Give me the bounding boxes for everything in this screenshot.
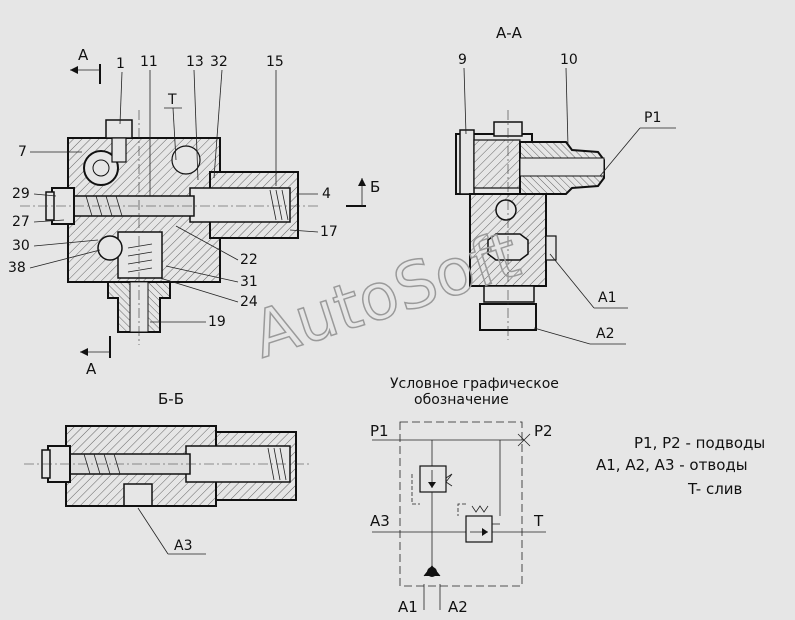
port-legend: P1, P2 - подводы A1, A2, A3 - отводы T- … xyxy=(596,434,765,498)
section-label-t: Т xyxy=(167,92,177,108)
watermark-text: AutoSoft xyxy=(244,218,528,373)
section-label-a-bottom: А xyxy=(86,360,97,378)
callout-9: 9 xyxy=(458,52,467,68)
section-label-a-top: А xyxy=(78,46,89,64)
callout-19: 19 xyxy=(208,314,226,330)
callout-24: 24 xyxy=(240,294,258,310)
section-marker-b: Б xyxy=(346,178,380,207)
section-marker-a-top: А xyxy=(70,46,101,84)
callout-27: 27 xyxy=(12,214,30,230)
callout-31: 31 xyxy=(240,274,258,290)
callout-1: 1 xyxy=(116,56,125,72)
section-label-b: Б xyxy=(370,178,380,196)
section-aa-title: А-А xyxy=(496,24,523,42)
section-marker-t: Т xyxy=(164,92,182,161)
section-bb-view xyxy=(24,425,310,507)
callout-7: 7 xyxy=(18,144,27,160)
callout-15: 15 xyxy=(266,54,284,70)
symbol-caption-line1: Условное графическое xyxy=(390,376,559,392)
section-marker-a-bottom: А xyxy=(80,336,111,378)
callout-a3: A3 xyxy=(174,538,192,554)
symbol-caption-line2: обозначение xyxy=(414,392,509,408)
callout-29: 29 xyxy=(12,186,30,202)
symbol-label-p2: P2 xyxy=(534,422,553,440)
section-aa-view xyxy=(455,110,605,340)
symbol-label-a3: A3 xyxy=(370,512,390,530)
symbol-labels: P1 P2 A3 T A1 A2 xyxy=(370,422,553,616)
callout-p1: P1 xyxy=(644,110,661,126)
section-bb-callouts: A3 xyxy=(137,507,206,555)
legend-line-2: A1, A2, A3 - отводы xyxy=(596,456,748,474)
callout-4: 4 xyxy=(322,186,331,202)
section-bb-title: Б-Б xyxy=(158,390,184,408)
callout-32: 32 xyxy=(210,54,228,70)
callout-22: 22 xyxy=(240,252,258,268)
callout-17: 17 xyxy=(320,224,338,240)
main-callouts: 1 11 13 32 15 7 29 27 30 38 4 17 22 31 2… xyxy=(8,54,338,330)
callout-a2: A2 xyxy=(596,326,614,342)
symbol-label-p1: P1 xyxy=(370,422,389,440)
symbol-label-t: T xyxy=(533,512,544,530)
section-aa-callouts: 9 10 P1 A1 A2 xyxy=(458,52,676,345)
callout-a1: A1 xyxy=(598,290,616,306)
hydraulic-symbol xyxy=(372,421,546,610)
legend-line-3: T- слив xyxy=(687,480,742,498)
symbol-label-a2: A2 xyxy=(448,598,468,616)
callout-11: 11 xyxy=(140,54,158,70)
legend-line-1: P1, P2 - подводы xyxy=(634,434,765,452)
callout-13: 13 xyxy=(186,54,204,70)
main-view xyxy=(20,110,318,345)
callout-30: 30 xyxy=(12,238,30,254)
callout-10: 10 xyxy=(560,52,578,68)
callout-38: 38 xyxy=(8,260,26,276)
symbol-label-a1: A1 xyxy=(398,598,418,616)
